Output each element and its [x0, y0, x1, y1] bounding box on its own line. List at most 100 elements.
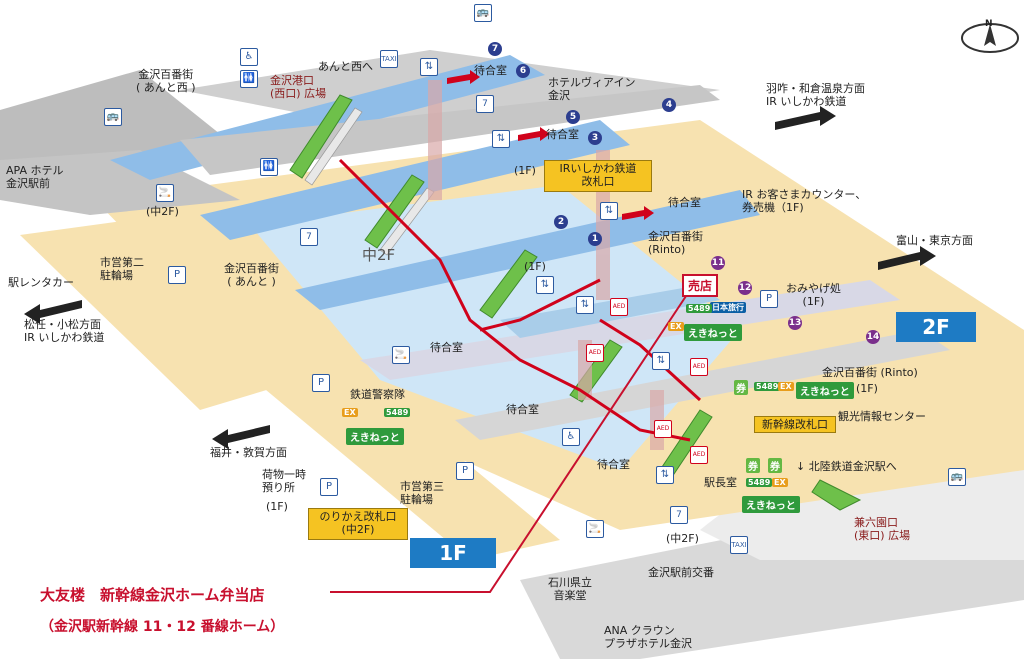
music-hall-label: 石川県立 音楽堂: [548, 576, 592, 602]
waiting-room-6: 待合室: [597, 458, 630, 471]
north-label: N: [985, 19, 993, 29]
elevator-icon: ⇅: [600, 202, 618, 220]
restroom-icon: 🚻: [260, 158, 278, 176]
direction-arrows: [24, 106, 936, 449]
shinkansen-gate-label: 新幹線改札口: [754, 416, 836, 433]
hokuriku-railway-label: ↓ 北陸鉄道金沢駅へ: [796, 460, 897, 473]
waiting-room-4: 待合室: [430, 341, 463, 354]
ir-gate-label: IRいしかわ鉄道 改札口: [544, 160, 652, 192]
ex-ticket-icon: EX: [342, 408, 358, 417]
waiting-room-1: 待合室: [474, 64, 507, 77]
ticket-machine-icon: 券: [734, 380, 748, 395]
midori-counter-icon: 5489: [754, 382, 781, 391]
waiting-room-2: 待合室: [546, 128, 579, 141]
smoking-area-icon: 🚬: [156, 184, 174, 202]
mid2f-bottom-label: (中2F): [666, 532, 699, 545]
smoking-area-icon: 🚬: [586, 520, 604, 538]
tourist-info-label: 観光情報センター: [838, 410, 926, 423]
ex-ticket-icon: EX: [778, 382, 794, 391]
accessible-icon: ♿: [240, 48, 258, 66]
midori-counter-icon: 5489: [384, 408, 411, 417]
f1-small-label-2: (1F): [524, 260, 546, 273]
platform-1-icon: 1: [588, 232, 602, 246]
ana-hotel-label: ANA クラウン プラザホテル金沢: [604, 624, 692, 650]
hakui-direction-label: 羽咋・和倉温泉方面 IR いしかわ鉄道: [766, 82, 865, 108]
restroom-icon: 🚻: [240, 70, 258, 88]
platform-5-icon: 5: [566, 110, 580, 124]
ekinet-ticket-icon: えきねっと: [742, 496, 800, 513]
aed-icon: AED: [610, 298, 628, 316]
aed-icon: AED: [690, 358, 708, 376]
koban-label: 金沢駅前交番: [648, 566, 714, 579]
shop-location-callout: （金沢駅新幹線 11・12 番線ホーム）: [40, 619, 285, 635]
toyama-direction-label: 富山・東京方面: [896, 234, 973, 247]
ekinet-ticket-icon: えきねっと: [684, 324, 742, 341]
rinto-2-label: 金沢百番街 (Rinto): [822, 366, 918, 379]
elevator-icon: ⇅: [652, 352, 670, 370]
rinto-label: 金沢百番街 (Rinto): [648, 230, 703, 256]
anto-label: 金沢百番街 ( あんと ): [224, 262, 279, 288]
parking-icon: P: [312, 374, 330, 392]
transfer-gate-label: のりかえ改札口 (中2F): [308, 508, 408, 540]
elevator-icon: ⇅: [656, 466, 674, 484]
aed-icon: AED: [654, 420, 672, 438]
platform-4-icon: 4: [662, 98, 676, 112]
taxi-icon: TAXI: [380, 50, 398, 68]
mid2f-small-label: (中2F): [146, 205, 179, 218]
fukui-direction-label: 福井・敦賀方面: [210, 446, 287, 459]
omiyage-label: おみやげ処 (1F): [786, 282, 841, 308]
aed-icon: AED: [586, 344, 604, 362]
convenience-store-icon: 7: [670, 506, 688, 524]
bus-icon: 🚌: [474, 4, 492, 22]
floor-2f-badge: 2F: [896, 312, 976, 342]
ticket-machine-icon: 券: [746, 458, 760, 473]
taxi-icon: TAXI: [730, 536, 748, 554]
parking-icon: P: [168, 266, 186, 284]
platform-7-icon: 7: [488, 42, 502, 56]
shop-marker[interactable]: 売店: [682, 274, 719, 297]
bus-icon: 🚌: [948, 468, 966, 486]
rinto-2-floor-label: (1F): [856, 382, 878, 395]
west-building-2: [0, 150, 240, 215]
baggage-label: 荷物一時 預り所: [262, 468, 306, 494]
smoking-area-icon: 🚬: [392, 346, 410, 364]
bus-icon: 🚌: [104, 108, 122, 126]
parking-2-label: 市営第二 駐輪場: [100, 256, 144, 282]
matsuto-direction-label: 松任・小松方面 IR いしかわ鉄道: [24, 318, 105, 344]
transfer-route: [338, 158, 702, 442]
concourse-area-left: [20, 220, 300, 410]
aed-icon: AED: [690, 446, 708, 464]
convenience-store-icon: 7: [300, 228, 318, 246]
ir-counter-label: IR お客さまカウンター、 券売機（1F): [742, 188, 867, 214]
kanazawa-west-plaza-label: 金沢港口 (西口) 広場: [270, 74, 327, 100]
ekinet-ticket-icon: えきねっと: [346, 428, 404, 445]
platform-11-icon: 11: [711, 256, 725, 270]
stationmaster-label: 駅長室: [704, 476, 737, 489]
midori-counter-icon: 5489: [746, 478, 773, 487]
platform-6-icon: 6: [516, 64, 530, 78]
platform-13-14: [455, 330, 950, 440]
waiting-room-5: 待合室: [506, 403, 539, 416]
shop-callout-leader: [330, 289, 691, 593]
floor-1f-badge: 1F: [410, 538, 496, 568]
concourse-area-lower: [230, 350, 560, 560]
platform-13-icon: 13: [788, 316, 802, 330]
f1-small-label: (1F): [514, 164, 536, 177]
waiting-room-3: 待合室: [668, 196, 701, 209]
railway-police-label: 鉄道警察隊: [350, 388, 405, 401]
parking-icon: P: [320, 478, 338, 496]
shop-name-callout: 大友楼 新幹線金沢ホーム弁当店: [40, 586, 265, 604]
apa-hotel-label: APA ホテル 金沢駅前: [6, 164, 64, 190]
elevator-icon: ⇅: [536, 276, 554, 294]
elevator-icon: ⇅: [492, 130, 510, 148]
parking-icon: P: [456, 462, 474, 480]
ex-ticket-icon: EX: [668, 322, 684, 331]
stairs: [304, 107, 435, 256]
waiting-room-arrows: [447, 70, 654, 220]
nihon-ryoko-icon: 日本旅行: [710, 302, 746, 313]
platform-2-1: [295, 190, 760, 310]
accessible-icon: ♿: [562, 428, 580, 446]
mid-2f-label: 中2F: [362, 246, 396, 264]
hotel-via-inn-label: ホテルヴィアイン 金沢: [548, 76, 636, 102]
elevator-icon: ⇅: [576, 296, 594, 314]
